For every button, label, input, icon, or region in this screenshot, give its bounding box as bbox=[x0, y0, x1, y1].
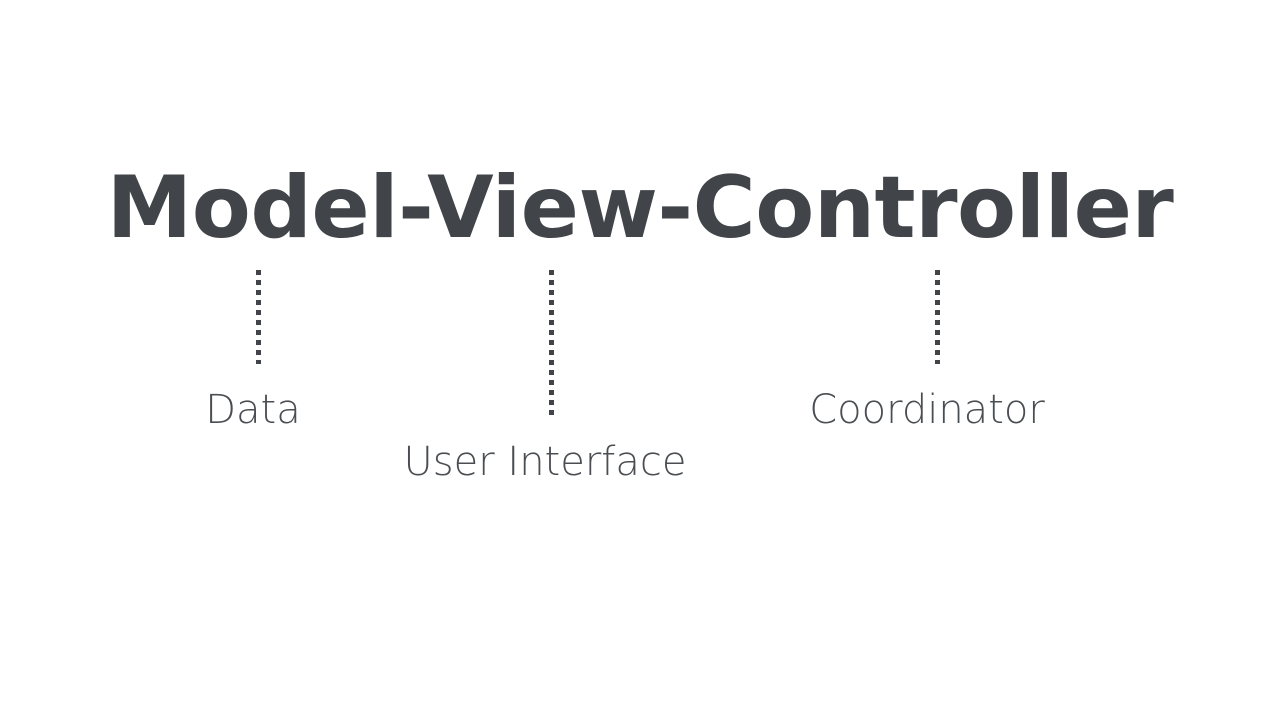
annotation-label-controller: Coordinator bbox=[809, 387, 1045, 433]
connector-line-model bbox=[256, 270, 261, 364]
annotation-label-model: Data bbox=[205, 387, 301, 433]
connector-line-view bbox=[549, 270, 554, 416]
connector-line-controller bbox=[935, 270, 940, 364]
annotation-label-view: User Interface bbox=[403, 439, 687, 485]
page-title: Model-View-Controller bbox=[106, 158, 1174, 258]
